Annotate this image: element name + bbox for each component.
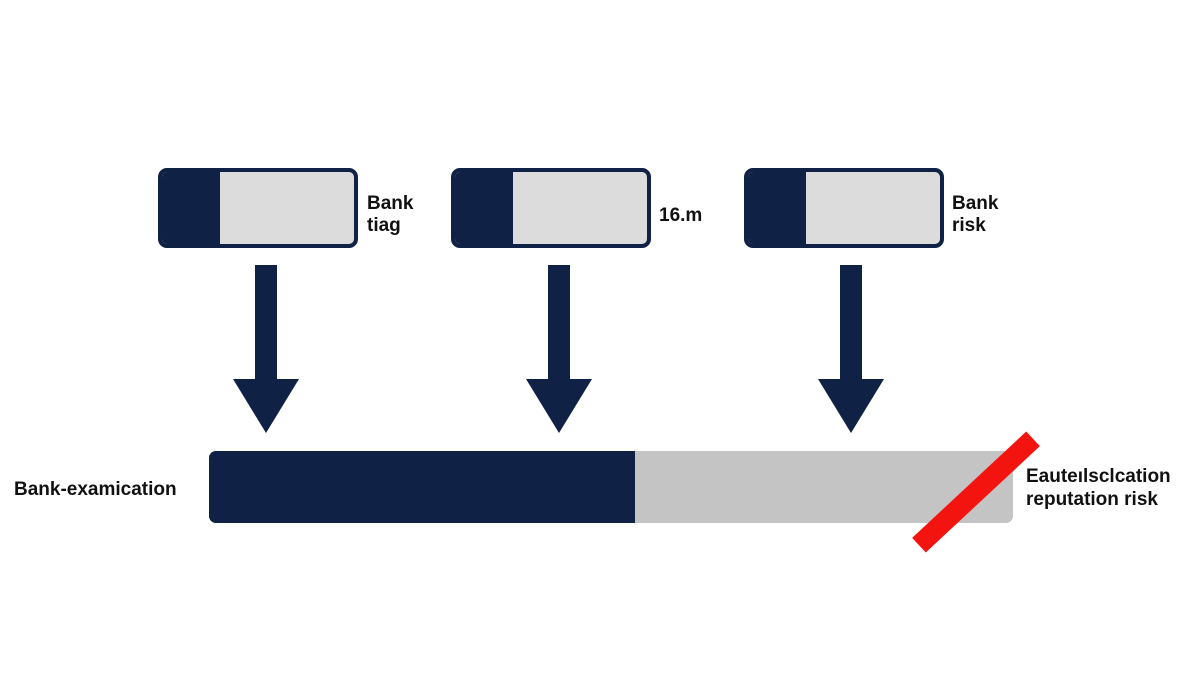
gauge-bank-risk <box>744 168 944 248</box>
gauge-label-16m: 16.m <box>659 205 703 226</box>
reputation-risk-label: Eauteılsclcation reputation risk <box>1026 466 1171 510</box>
examination-bar <box>209 451 1013 523</box>
gauge-16m <box>451 168 651 248</box>
examination-bar-fill <box>209 451 636 523</box>
gauge-bank-tiag <box>158 168 358 248</box>
gauge-fill <box>455 172 513 244</box>
down-arrow-icon <box>526 265 592 435</box>
gauge-fill <box>162 172 220 244</box>
gauge-label-bank-tiag: Bank tiag <box>367 193 414 236</box>
down-arrow-icon <box>818 265 884 435</box>
bank-examination-label: Bank-examication <box>14 479 177 500</box>
down-arrow-icon <box>233 265 299 435</box>
gauge-label-bank-risk: Bank risk <box>952 193 999 236</box>
gauge-fill <box>748 172 806 244</box>
